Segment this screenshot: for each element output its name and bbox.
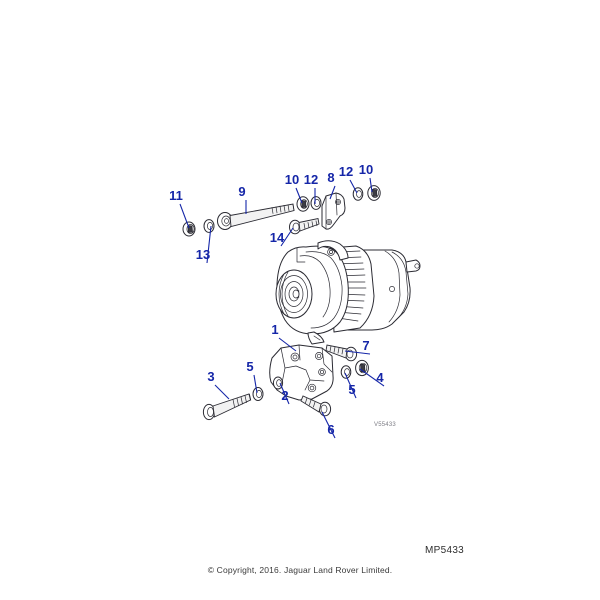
callout-label-8[interactable]: 8 — [327, 170, 334, 185]
callout-leader-7 — [344, 350, 371, 355]
part-nut-10a — [296, 196, 310, 212]
callout-label-4[interactable]: 4 — [376, 370, 384, 385]
callout-label-1[interactable]: 1 — [271, 322, 278, 337]
copyright-notice: © Copyright, 2016. Jaguar Land Rover Lim… — [207, 565, 393, 575]
callout-leader-14 — [280, 227, 294, 247]
through-bolt-assembly — [182, 185, 381, 237]
part-through-bolt-9 — [217, 203, 295, 230]
callout-label-13[interactable]: 13 — [196, 247, 210, 262]
callout-leader-11 — [179, 203, 190, 229]
part-adjusting-link-8 — [321, 192, 346, 230]
part-bolt-14 — [289, 217, 320, 235]
part-nut-11 — [182, 221, 196, 237]
callout-leader-13 — [206, 225, 212, 264]
alternator-assembly — [275, 240, 421, 345]
callout-leader-10a — [295, 187, 303, 204]
mounting-bracket-assembly — [202, 344, 369, 421]
callout-layer: 11 9 13 10 12 8 12 10 14 1 7 4 5 3 5 2 6 — [169, 162, 385, 439]
callout-leader-6 — [321, 411, 336, 439]
callout-label-14[interactable]: 14 — [270, 230, 285, 245]
callout-label-5b[interactable]: 5 — [246, 359, 253, 374]
callout-leader-10b — [369, 177, 373, 193]
callout-label-2[interactable]: 2 — [281, 388, 288, 403]
callout-leader-4 — [359, 368, 385, 387]
callout-label-3[interactable]: 3 — [207, 369, 214, 384]
part-washer-5a — [340, 365, 352, 379]
callout-label-7[interactable]: 7 — [362, 338, 369, 353]
callout-leader-12b — [349, 179, 358, 194]
part-long-bolt-3 — [202, 393, 252, 421]
callout-label-9[interactable]: 9 — [238, 184, 245, 199]
callout-label-12b[interactable]: 12 — [339, 164, 353, 179]
callout-leader-3 — [214, 384, 230, 400]
callout-leader-2 — [279, 382, 290, 405]
callout-label-10b[interactable]: 10 — [359, 162, 373, 177]
callout-leader-8 — [329, 185, 336, 200]
part-bolt-7 — [325, 344, 358, 362]
callout-leader-5b — [253, 374, 258, 394]
figure-code: V55433 — [374, 422, 396, 428]
part-bush-2 — [272, 376, 284, 390]
callout-label-11[interactable]: 11 — [169, 188, 183, 203]
callout-labels: 11 9 13 10 12 8 12 10 14 1 7 4 5 3 5 2 6 — [169, 162, 384, 437]
callout-label-5a[interactable]: 5 — [348, 382, 355, 397]
callout-label-10a[interactable]: 10 — [285, 172, 299, 187]
callout-leaders — [179, 177, 385, 439]
callout-leader-1 — [278, 337, 297, 352]
sheet-code: MP5433 — [425, 545, 465, 556]
callout-label-12a[interactable]: 12 — [304, 172, 318, 187]
part-bolt-6 — [300, 395, 332, 417]
callout-label-6[interactable]: 6 — [327, 422, 334, 437]
part-nut-10b — [367, 185, 381, 201]
part-washer-5b — [252, 387, 264, 401]
part-washer-13 — [203, 219, 215, 233]
callout-leader-5a — [344, 372, 357, 399]
part-washer-12a — [310, 196, 322, 210]
